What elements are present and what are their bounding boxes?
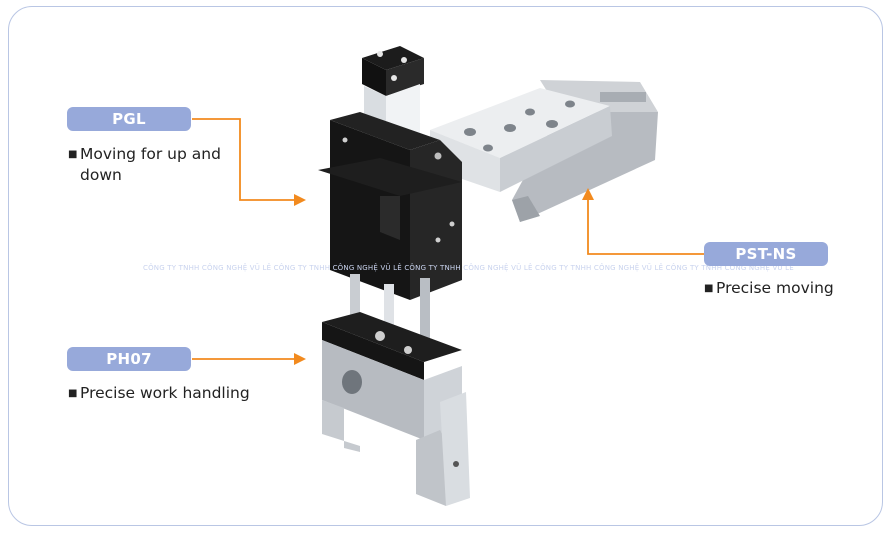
ph07-description: ■Precise work handling xyxy=(68,383,250,404)
pgl-label: PGL xyxy=(67,107,191,131)
pst-ns-label: PST-NS xyxy=(704,242,828,266)
watermark-text: CÔNG TY TNHH CÔNG NGHỆ VŨ LÊ CÔNG TY TNH… xyxy=(143,264,794,272)
pgl-bullet-text: Moving for up and xyxy=(80,145,221,163)
bullet-icon: ■ xyxy=(68,388,78,399)
bullet-icon: ■ xyxy=(704,283,714,294)
guide-rods xyxy=(350,274,430,344)
pgl-description: ■Moving for up and down xyxy=(68,144,221,185)
pst-ns-description: ■Precise moving xyxy=(704,278,834,299)
arrow-heads xyxy=(294,188,594,365)
ph07-bullet-text: Precise work handling xyxy=(80,384,250,402)
pst-ns-bullet-text: Precise moving xyxy=(716,279,834,297)
pgl-bullet-text-cont: down xyxy=(80,166,122,184)
pgl-arrow xyxy=(192,118,296,201)
bullet-icon: ■ xyxy=(68,149,78,160)
callout-arrows xyxy=(192,118,704,360)
black-bracket xyxy=(318,112,462,300)
pst-ns-slide xyxy=(430,80,658,222)
ph07-gripper xyxy=(322,312,470,506)
pst-ns-arrow xyxy=(587,198,704,255)
ph07-label: PH07 xyxy=(67,347,191,371)
